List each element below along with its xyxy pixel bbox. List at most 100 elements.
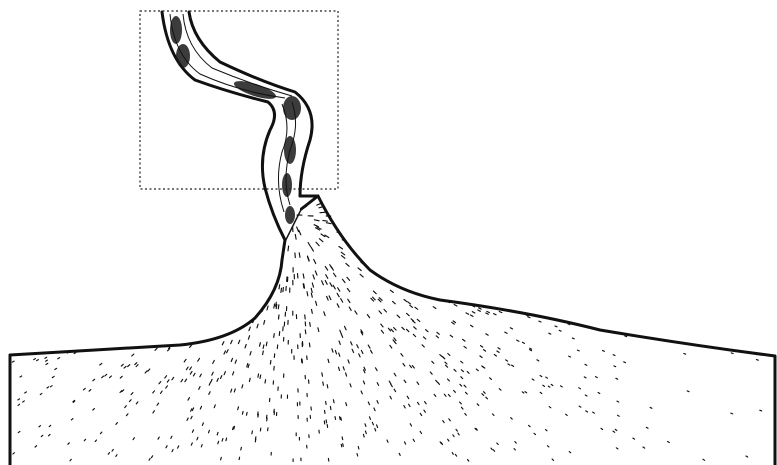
flow-dash xyxy=(449,419,451,421)
flow-dash xyxy=(585,364,587,365)
flow-dash xyxy=(278,305,279,309)
flow-dash xyxy=(299,230,301,234)
flow-dash xyxy=(100,363,102,365)
flow-dash xyxy=(224,372,225,375)
flow-dash xyxy=(274,334,275,338)
flow-dash xyxy=(394,389,396,392)
flow-dash xyxy=(191,416,192,418)
flow-dash xyxy=(598,393,600,394)
flow-dash xyxy=(448,439,449,441)
flow-dash xyxy=(461,407,463,409)
flow-dash xyxy=(171,436,172,438)
flow-dash xyxy=(49,434,51,435)
flow-dash xyxy=(159,382,161,384)
flow-dash xyxy=(548,386,550,387)
flow-dash xyxy=(191,443,192,445)
flow-dash xyxy=(153,391,155,393)
flow-dash xyxy=(313,275,314,279)
flow-dash xyxy=(58,358,60,359)
flow-dash xyxy=(402,327,404,329)
flow-dash xyxy=(624,362,626,363)
flow-dash xyxy=(126,414,128,416)
flow-dash xyxy=(375,428,376,431)
flow-dash xyxy=(401,354,403,357)
flow-dash xyxy=(152,456,153,458)
flow-dash xyxy=(235,360,236,363)
flow-dash xyxy=(316,301,317,305)
flow-dash xyxy=(333,285,335,289)
flow-dash xyxy=(481,346,483,348)
flow-dash xyxy=(361,391,362,394)
flow-dash xyxy=(528,317,530,318)
flow-dash xyxy=(202,423,203,426)
flow-dash xyxy=(731,413,733,414)
flow-dash xyxy=(364,367,365,370)
flow-dash xyxy=(569,356,571,357)
flow-dash xyxy=(325,281,327,285)
flow-dash xyxy=(420,431,421,433)
flow-dash xyxy=(198,358,200,361)
flow-dash xyxy=(283,288,284,292)
flow-dash xyxy=(342,256,345,259)
flow-dash xyxy=(491,448,492,450)
flow-dash xyxy=(433,307,436,309)
flow-dash xyxy=(172,377,174,379)
flow-dash xyxy=(454,369,456,371)
flow-dash xyxy=(267,306,268,310)
flow-dash xyxy=(615,429,617,430)
flow-dash xyxy=(543,385,545,386)
flow-dash xyxy=(149,458,150,460)
flow-dash xyxy=(343,444,344,447)
flow-dash xyxy=(307,292,308,296)
flow-dash xyxy=(276,302,277,306)
flow-dash xyxy=(343,367,344,370)
flow-dash xyxy=(192,408,193,411)
flow-dash xyxy=(549,333,551,334)
flow-dash xyxy=(404,406,405,408)
flow-dash xyxy=(339,353,340,356)
flow-dash xyxy=(217,378,218,381)
flow-dash xyxy=(121,364,123,366)
flow-dash xyxy=(546,377,548,378)
flow-dash xyxy=(756,360,758,361)
flow-dash xyxy=(453,321,456,323)
flow-dash xyxy=(534,433,536,434)
flow-dash xyxy=(213,360,215,363)
flow-dash xyxy=(448,395,450,397)
flow-dash xyxy=(472,312,475,313)
flow-dash xyxy=(417,382,419,384)
flow-dash xyxy=(178,446,179,448)
flow-dash xyxy=(613,355,615,356)
flow-dash xyxy=(190,367,192,370)
flow-dash xyxy=(116,455,117,457)
flow-dash xyxy=(461,361,463,363)
flow-dash xyxy=(355,311,357,314)
flow-dash xyxy=(274,304,275,308)
flow-dash xyxy=(418,402,420,404)
flow-dash xyxy=(108,453,109,455)
flow-dash xyxy=(412,366,414,368)
flow-dash xyxy=(209,392,210,395)
flow-dash xyxy=(252,431,253,434)
flow-dash xyxy=(529,425,531,426)
flow-dash xyxy=(360,274,363,277)
flow-dash xyxy=(522,392,524,393)
flow-dash xyxy=(467,372,469,374)
flow-dash xyxy=(468,460,469,462)
flow-dash xyxy=(389,381,391,384)
flow-dash xyxy=(368,345,370,348)
flow-dash xyxy=(349,307,351,310)
flow-dash xyxy=(403,364,405,367)
flow-dash xyxy=(193,373,195,376)
flow-dash xyxy=(515,442,516,444)
flow-dash xyxy=(330,407,331,410)
flow-dash xyxy=(311,247,313,251)
flow-dash xyxy=(410,305,413,307)
flow-dash xyxy=(372,422,373,425)
flow-dash xyxy=(47,387,49,388)
flow-dash xyxy=(601,428,603,429)
flow-dash xyxy=(399,453,400,455)
flow-dash xyxy=(161,391,163,393)
flow-dash xyxy=(517,340,519,341)
flow-dash xyxy=(260,375,261,378)
